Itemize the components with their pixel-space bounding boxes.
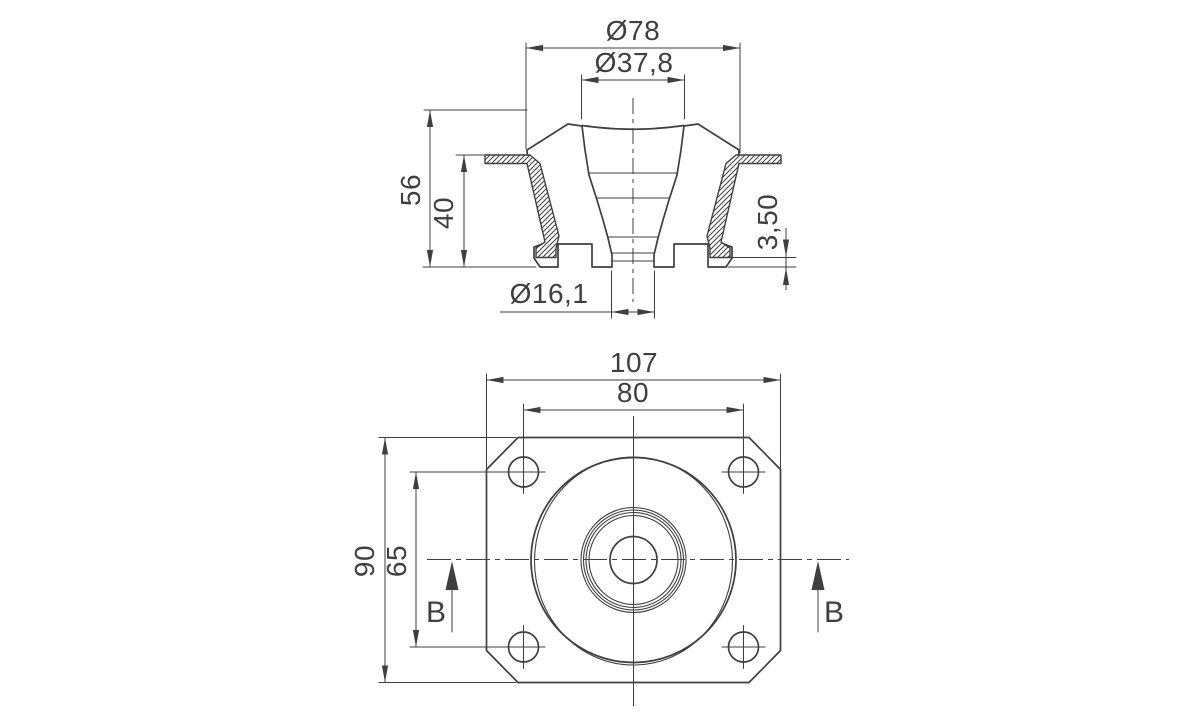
dim-label-height-body: 40	[428, 197, 459, 229]
metal-insert-left	[484, 154, 560, 259]
dim-label-bolt-pitch-y: 65	[381, 545, 412, 577]
dim-label-bolt-pitch-x: 80	[617, 377, 649, 408]
dim-gap-base: 3,50	[752, 194, 790, 290]
plan-extension-lines	[378, 373, 781, 683]
dim-plate-depth: 90	[349, 437, 389, 683]
dim-label-dia-bore-top: Ø37,8	[595, 47, 674, 78]
section-arrow-right: B	[811, 561, 844, 633]
dim-dia-bore-bottom: Ø16,1	[500, 278, 655, 316]
dim-dia-bore-top: Ø37,8	[581, 47, 685, 84]
bolt-hole-bottom-right	[721, 625, 766, 669]
dim-label-plate-width: 107	[610, 347, 658, 378]
dim-label-plate-depth: 90	[349, 545, 380, 577]
section-arrowhead-right	[811, 561, 825, 590]
section-extension-lines	[422, 42, 797, 319]
dim-height-total: 56	[395, 110, 434, 267]
section-arrowhead-left	[445, 561, 459, 590]
dim-bolt-pitch-y: 65	[381, 472, 420, 647]
section-marker-label-left: B	[426, 596, 446, 629]
dim-height-body: 40	[428, 155, 468, 267]
dim-dia-outer: Ø78	[526, 15, 740, 52]
plan-view: 107 80 90 65 B B	[349, 347, 849, 706]
section-arrow-left: B	[426, 561, 459, 633]
dim-label-height-total: 56	[395, 174, 426, 206]
dim-bolt-pitch-x: 80	[523, 377, 744, 414]
dim-label-dia-bore-bottom: Ø16,1	[510, 278, 589, 309]
dim-label-gap-base: 3,50	[752, 194, 783, 251]
dim-plate-width: 107	[486, 347, 781, 384]
section-view: Ø78 Ø37,8 56 40 3,50 Ø16,1	[395, 15, 797, 319]
section-marker-label-right: B	[824, 596, 844, 629]
flange-plate-outline	[485, 436, 782, 684]
dim-label-dia-outer: Ø78	[606, 15, 660, 46]
